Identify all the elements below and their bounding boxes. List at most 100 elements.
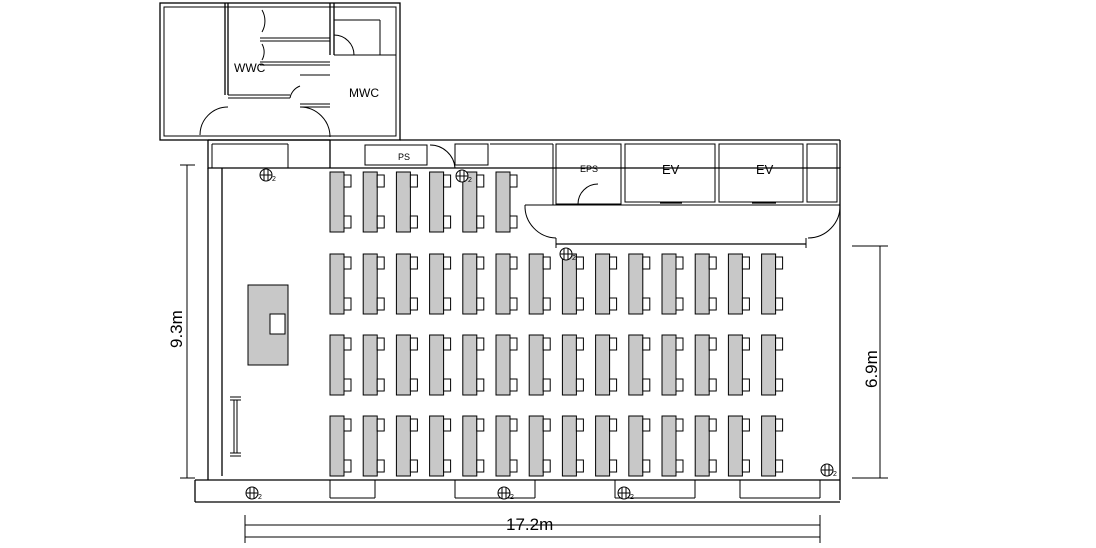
chair xyxy=(642,418,651,432)
chair xyxy=(575,418,584,432)
desk-unit xyxy=(727,415,750,477)
chair xyxy=(376,297,385,311)
chair xyxy=(509,337,518,351)
desk xyxy=(694,253,710,315)
outlet-count-label: 2 xyxy=(630,494,634,501)
chair xyxy=(509,418,518,432)
chair xyxy=(708,297,717,311)
outlet-count-label: 2 xyxy=(572,255,576,262)
desk xyxy=(561,415,577,477)
chair xyxy=(476,297,485,311)
service-core: PS EPS EV EV xyxy=(364,143,841,248)
desk-unit xyxy=(395,253,418,315)
chair xyxy=(343,297,352,311)
chair xyxy=(609,256,618,270)
chair xyxy=(741,378,750,392)
chair xyxy=(509,297,518,311)
chair xyxy=(575,459,584,473)
desk xyxy=(329,253,345,315)
desk-unit xyxy=(362,171,385,233)
ps-label: PS xyxy=(398,152,410,162)
chair xyxy=(609,418,618,432)
chair xyxy=(509,256,518,270)
chair xyxy=(343,418,352,432)
chair xyxy=(708,459,717,473)
desk xyxy=(528,253,544,315)
chair xyxy=(376,256,385,270)
floor-outlet-icon: 2 xyxy=(455,169,472,184)
chair xyxy=(708,256,717,270)
outlet-count-label: 2 xyxy=(833,471,837,478)
chair xyxy=(476,215,485,229)
desk xyxy=(395,171,411,233)
chair xyxy=(775,459,784,473)
chair xyxy=(575,297,584,311)
chair xyxy=(741,459,750,473)
desk-unit xyxy=(429,415,452,477)
desk xyxy=(727,253,743,315)
desk xyxy=(628,334,644,396)
height-right-dimension-label: 6.9m xyxy=(862,350,881,388)
chair xyxy=(642,337,651,351)
chair xyxy=(409,378,418,392)
desk xyxy=(495,334,511,396)
desk-unit xyxy=(661,415,684,477)
chair xyxy=(409,256,418,270)
desk-unit xyxy=(761,334,784,396)
desk xyxy=(694,415,710,477)
chair xyxy=(542,297,551,311)
chair xyxy=(376,215,385,229)
desk xyxy=(628,415,644,477)
chair xyxy=(409,337,418,351)
desk-unit xyxy=(628,253,651,315)
desk-unit xyxy=(561,415,584,477)
desk xyxy=(495,253,511,315)
desk-unit xyxy=(462,334,485,396)
chair xyxy=(675,337,684,351)
chair xyxy=(642,256,651,270)
desk xyxy=(727,334,743,396)
desk xyxy=(362,334,378,396)
desk xyxy=(661,334,677,396)
chair xyxy=(376,459,385,473)
floor-outlet-icon: 2 xyxy=(559,247,576,262)
desk-unit xyxy=(362,253,385,315)
dimension-left: 9.3m xyxy=(167,164,195,479)
desk-unit xyxy=(429,253,452,315)
chair xyxy=(443,174,452,188)
chair xyxy=(476,174,485,188)
desk-unit xyxy=(495,415,518,477)
chair xyxy=(443,256,452,270)
desk xyxy=(528,415,544,477)
desk-unit xyxy=(528,415,551,477)
desk xyxy=(429,415,445,477)
eps-label: EPS xyxy=(580,164,598,174)
chair xyxy=(609,378,618,392)
desk-unit xyxy=(429,334,452,396)
desk xyxy=(462,415,478,477)
outlet-count-label: 2 xyxy=(510,494,514,501)
desk xyxy=(462,171,478,233)
desk xyxy=(595,415,611,477)
chair xyxy=(409,297,418,311)
desk-unit xyxy=(362,334,385,396)
desk xyxy=(561,334,577,396)
chair xyxy=(343,459,352,473)
chair xyxy=(741,297,750,311)
desk xyxy=(395,253,411,315)
outlet-count-label: 2 xyxy=(272,176,276,183)
desk xyxy=(661,415,677,477)
desk-unit xyxy=(628,415,651,477)
chair xyxy=(609,337,618,351)
height-left-dimension-label: 9.3m xyxy=(167,310,186,348)
chair xyxy=(376,418,385,432)
chair xyxy=(443,378,452,392)
desk-unit xyxy=(462,171,485,233)
desk-unit xyxy=(761,415,784,477)
desk xyxy=(362,171,378,233)
chair xyxy=(775,337,784,351)
desk xyxy=(395,415,411,477)
chair xyxy=(542,378,551,392)
chair xyxy=(343,378,352,392)
